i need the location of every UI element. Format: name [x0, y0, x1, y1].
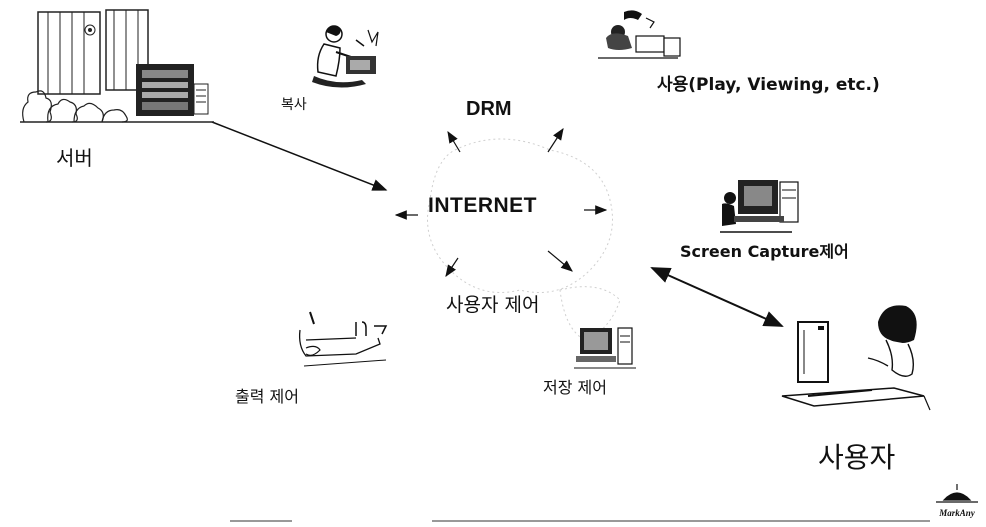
screen-capture-label: Screen Capture제어	[680, 242, 849, 261]
server-icon	[20, 9, 214, 123]
arrow-down-right	[547, 250, 573, 272]
usage-play-icon	[598, 10, 681, 59]
user-control-label: 사용자 제어	[446, 294, 540, 316]
arrow-user-internet	[650, 267, 784, 327]
arrow-down-left	[445, 257, 459, 277]
markany-logo: MarkAny	[934, 482, 980, 518]
arrow-to-drm-left	[447, 130, 461, 153]
internet-cloud	[427, 138, 621, 341]
copy-person-icon	[312, 25, 379, 88]
markany-logo-mark	[936, 484, 978, 503]
arrow-to-drm-right	[547, 127, 564, 153]
markany-logo-text: MarkAny	[939, 508, 975, 518]
user-person-icon	[781, 305, 931, 411]
internet-label: INTERNET	[428, 194, 537, 217]
storage-control-label: 저장 제어	[543, 378, 607, 397]
drm-label: DRM	[466, 98, 512, 120]
print-control-label: 출력 제어	[235, 387, 299, 406]
storage-computer-icon	[574, 327, 636, 369]
user-label: 사용자	[818, 441, 896, 474]
screen-capture-icon	[720, 180, 799, 233]
arrow-server-to-internet	[211, 121, 388, 191]
print-control-icon	[298, 311, 388, 367]
copy-label: 복사	[281, 97, 307, 113]
server-label: 서버	[56, 146, 93, 170]
usage-label: 사용(Play, Viewing, etc.)	[657, 75, 880, 95]
